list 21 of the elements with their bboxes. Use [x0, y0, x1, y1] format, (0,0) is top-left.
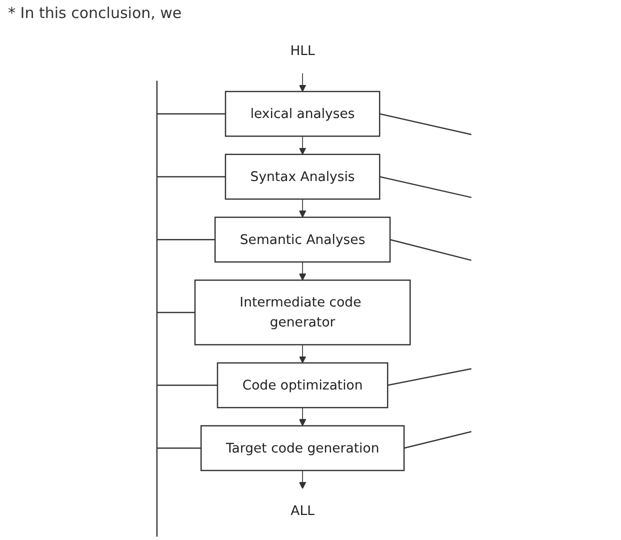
- connector-line: [156, 176, 226, 178]
- connector-line: [379, 176, 472, 198]
- process-box: Syntax Analysis: [224, 154, 380, 200]
- connector-line: [156, 113, 226, 114]
- stage-label: ALL: [290, 502, 314, 518]
- note-text: * In this conclusion, we: [8, 4, 182, 22]
- connector-line: [156, 384, 218, 386]
- connector-line: [387, 368, 472, 386]
- process-box: Intermediate code generator: [194, 280, 410, 346]
- stage-label: HLL: [290, 42, 315, 58]
- connector-line: [156, 448, 201, 449]
- connector-line: [404, 431, 472, 449]
- process-box: Semantic Analyses: [214, 216, 390, 263]
- connector-line: [156, 312, 195, 314]
- process-box: Target code generation: [200, 425, 404, 472]
- process-box: lexical analyses: [224, 90, 380, 137]
- connector-line: [390, 239, 472, 261]
- connector-line: [379, 113, 472, 136]
- connector-line: [156, 80, 158, 537]
- connector-line: [156, 239, 215, 240]
- process-box: Code optimization: [216, 362, 388, 408]
